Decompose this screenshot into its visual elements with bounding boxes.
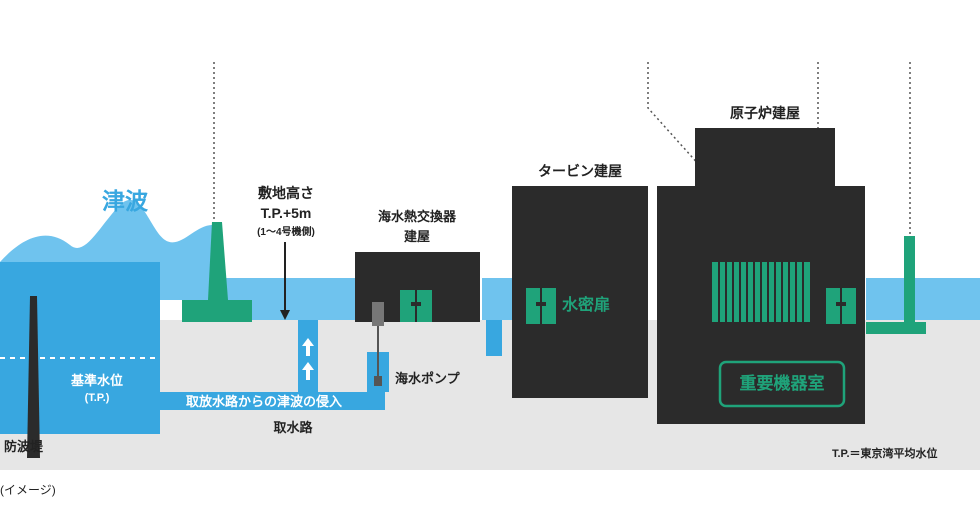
important-room-label: 重要機器室 xyxy=(739,374,825,393)
intake-channel-water xyxy=(160,392,385,410)
turbine-building-label: タービン建屋 xyxy=(538,163,622,179)
intake-flow-label: 取放水路からの津波の侵入 xyxy=(186,394,343,409)
reactor-building-label: 原子炉建屋 xyxy=(730,105,800,121)
reactor-door-icon xyxy=(826,288,856,324)
drain-pit xyxy=(486,320,502,356)
breakwater-label: 防波堤 xyxy=(4,439,44,454)
tsunami-wave xyxy=(0,199,212,300)
intake-channel-label: 取水路 xyxy=(273,420,313,435)
image-note: (イメージ) xyxy=(0,483,56,497)
hx-door-icon xyxy=(400,290,432,322)
important-room-frame xyxy=(718,360,846,408)
sea-body xyxy=(0,262,160,434)
site-height-line1: 敷地高さ xyxy=(258,185,314,201)
seawall xyxy=(182,222,252,322)
tp-note: T.P.＝東京湾平均水位 xyxy=(832,448,938,460)
base-level-line2: (T.P.) xyxy=(84,392,110,404)
upward-arrows xyxy=(302,338,314,380)
seawater-pump-label: 海水ポンプ xyxy=(395,371,460,386)
seawater-pump xyxy=(372,302,384,386)
site-height-line3: (1〜4号機側) xyxy=(257,227,315,238)
reactor-grille xyxy=(712,262,810,322)
hx-building-line2: 建屋 xyxy=(403,229,431,244)
watertight-door-label: 水密扉 xyxy=(562,297,611,314)
site-height-arrow xyxy=(280,242,290,320)
site-height-line2: T.P.+5m xyxy=(260,205,312,221)
hx-building-line1: 海水熱交換器 xyxy=(377,209,457,224)
breakwater xyxy=(27,296,40,458)
tsunami-label: 津波 xyxy=(102,188,148,214)
base-level-line1: 基準水位 xyxy=(70,373,124,388)
water-band-far-right xyxy=(866,278,980,320)
water-band-right xyxy=(482,278,512,320)
turbine-door-icon xyxy=(526,288,556,324)
right-barrier xyxy=(866,236,926,334)
